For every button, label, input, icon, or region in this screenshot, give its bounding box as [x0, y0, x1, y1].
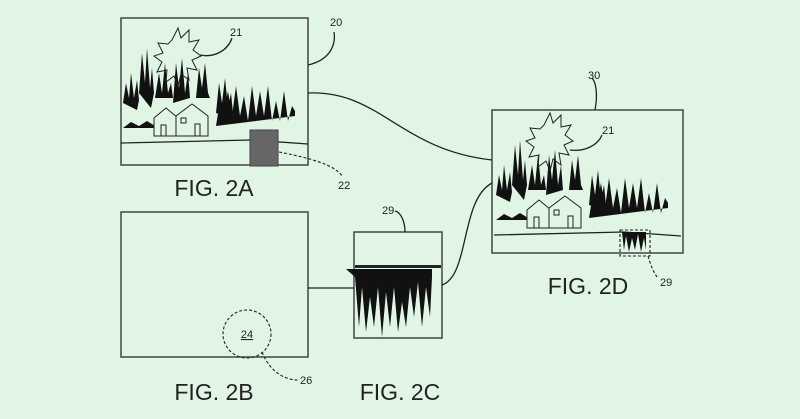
ref-24: 24	[241, 329, 253, 341]
figure-2a: 20 21 22 FIG. 2A	[120, 17, 350, 201]
caption-fig-2a: FIG. 2A	[174, 175, 254, 201]
patch-29-outline	[619, 229, 651, 257]
ref-21-2d: 21	[602, 125, 614, 137]
ref-20: 20	[330, 17, 342, 29]
image-frame-2b	[120, 211, 309, 358]
figure-2c: 29 FIG. 2C	[346, 205, 443, 405]
ref-30: 30	[588, 70, 600, 82]
caption-fig-2d: FIG. 2D	[548, 273, 629, 299]
connector-2c-2d	[441, 182, 493, 286]
figure-2d: 30 21 29 FIG. 2D	[491, 70, 684, 299]
figure-2b: 24 26 FIG. 2B	[120, 211, 312, 405]
caption-fig-2b: FIG. 2B	[174, 379, 253, 405]
ref-29-2d: 29	[660, 277, 672, 289]
ref-26: 26	[300, 375, 312, 387]
ref-22: 22	[338, 180, 350, 192]
ref-21: 21	[230, 27, 242, 39]
region-22	[249, 129, 279, 167]
ref-29-2c: 29	[382, 205, 394, 217]
region-24-outline	[222, 309, 272, 359]
caption-fig-2c: FIG. 2C	[360, 379, 441, 405]
connector-2a-2d	[307, 92, 493, 161]
